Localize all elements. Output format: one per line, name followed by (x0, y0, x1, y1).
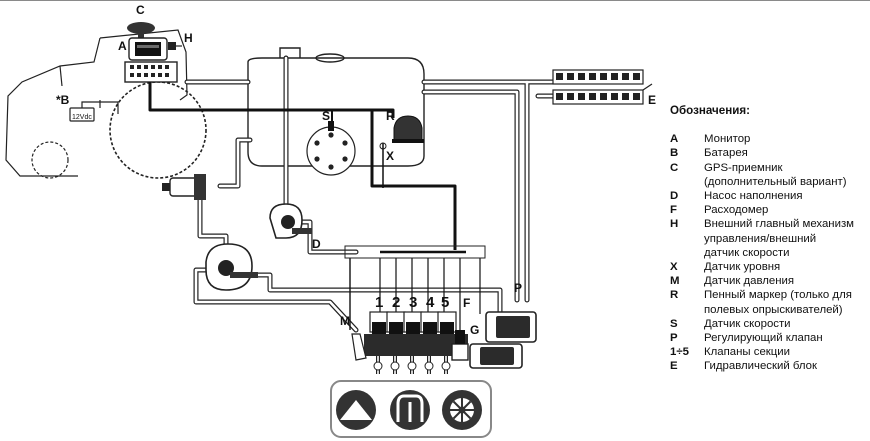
legend-desc: Гидравлический блок (704, 360, 817, 373)
legend-desc: управления/внешний (704, 232, 817, 245)
legend-desc: Монитор (704, 133, 751, 146)
legend-desc: Датчик давления (704, 275, 795, 288)
legend-desc: Насос наполнения (704, 190, 803, 203)
label-section-3: 3 (409, 294, 417, 311)
legend-key: 1÷5 (670, 346, 689, 359)
section-valves (364, 311, 468, 374)
top-rule (0, 0, 870, 1)
legend-desc: Клапаны секции (704, 346, 791, 359)
speed-sensor-icon (328, 121, 334, 131)
label-g: G (470, 323, 479, 337)
legend-row: C GPS-приемник (670, 161, 866, 175)
legend-row: H Внешний главный механизм (670, 217, 866, 231)
tank (247, 47, 425, 167)
legend-key (670, 175, 704, 189)
label-voltage: 12Vdc (72, 114, 92, 121)
filter-icon (162, 174, 206, 200)
legend: Обозначения: A Монитор B Батарея C GPS-прие… (670, 104, 866, 374)
label-s: S (322, 109, 330, 123)
legend-key: A (670, 133, 679, 146)
legend-row: B Батарея (670, 146, 866, 160)
legend-key: E (670, 360, 678, 373)
legend-desc: Регулирующий клапан (704, 332, 823, 345)
label-d: D (312, 237, 321, 251)
monitor-icon (128, 37, 168, 61)
legend-desc: Датчик уровня (704, 261, 781, 274)
pump-icon (205, 243, 258, 291)
label-b: *B (56, 93, 70, 107)
flowmeter-icon (451, 330, 469, 361)
legend-key (670, 232, 704, 246)
label-section-5: 5 (441, 294, 449, 311)
legend-key: H (670, 218, 679, 231)
regulating-valve-icon (469, 311, 537, 369)
speed-sensor-wheel-icon (306, 126, 356, 176)
hoses (184, 55, 556, 333)
tractor: 12Vdc (5, 29, 207, 179)
legend-row: P Регулирующий клапан (670, 331, 866, 345)
label-f: F (463, 296, 470, 310)
label-e: E (648, 93, 656, 107)
fan-nozzle-icon (336, 390, 376, 430)
legend-row: R Пенный маркер (только для (670, 288, 866, 302)
pressure-sensor-icon (351, 333, 367, 361)
legend-key: M (670, 275, 680, 288)
legend-key: D (670, 190, 679, 203)
multi-nozzle-icon (390, 390, 430, 430)
legend-desc: Датчик скорости (704, 317, 791, 330)
legend-desc: GPS-приемник (704, 161, 783, 174)
legend-row: S Датчик скорости (670, 317, 866, 331)
legend-key: B (670, 147, 679, 160)
legend-desc: (дополнительный вариант) (704, 175, 847, 188)
legend-key: S (670, 317, 678, 330)
legend-title: Обозначения: (670, 104, 750, 117)
label-m: M (340, 314, 350, 328)
legend-row: F Расходомер (670, 203, 866, 217)
legend-desc: полевых опрыскивателей) (704, 303, 843, 316)
legend-key (670, 246, 704, 260)
legend-row: 1÷5 Клапаны секции (670, 345, 866, 359)
legend-key: X (670, 261, 678, 274)
label-r: R (386, 109, 395, 123)
legend-desc: Расходомер (704, 204, 769, 217)
label-a: A (118, 39, 127, 53)
legend-desc: Батарея (704, 147, 748, 160)
label-p: P (514, 281, 522, 295)
legend-key: F (670, 204, 677, 217)
label-c: C (136, 3, 145, 17)
hydraulic-block-icon (552, 69, 653, 105)
filling-pump-icon (269, 203, 312, 239)
legend-key: R (670, 289, 679, 302)
foam-marker-icon (392, 115, 424, 143)
legend-row: полевых опрыскивателей) (670, 303, 866, 317)
label-section-4: 4 (426, 294, 435, 311)
legend-row: A Монитор (670, 132, 866, 146)
label-x: X (386, 149, 394, 163)
legend-desc: Внешний главный механизм (704, 218, 855, 231)
legend-row: M Датчик давления (670, 274, 866, 288)
label-section-2: 2 (392, 294, 400, 311)
legend-desc: Пенный маркер (только для (704, 289, 852, 302)
gps-receiver-icon (127, 22, 155, 38)
legend-row: датчик скорости (670, 246, 866, 260)
cables (148, 82, 481, 330)
legend-row: X Датчик уровня (670, 260, 866, 274)
legend-row: (дополнительный вариант) (670, 175, 866, 189)
external-switch-icon (168, 42, 176, 50)
legend-key (670, 303, 704, 317)
spray-pattern-panel (330, 380, 492, 438)
legend-row: E Гидравлический блок (670, 359, 866, 373)
legend-desc: датчик скорости (704, 246, 790, 259)
label-section-1: 1 (375, 294, 383, 311)
rotary-nozzle-icon (442, 390, 482, 430)
legend-key: C (670, 161, 679, 174)
legend-row: управления/внешний (670, 232, 866, 246)
legend-key: P (670, 332, 678, 345)
legend-row: D Насос наполнения (670, 189, 866, 203)
label-h: H (184, 31, 193, 45)
control-box-icon (124, 61, 178, 83)
